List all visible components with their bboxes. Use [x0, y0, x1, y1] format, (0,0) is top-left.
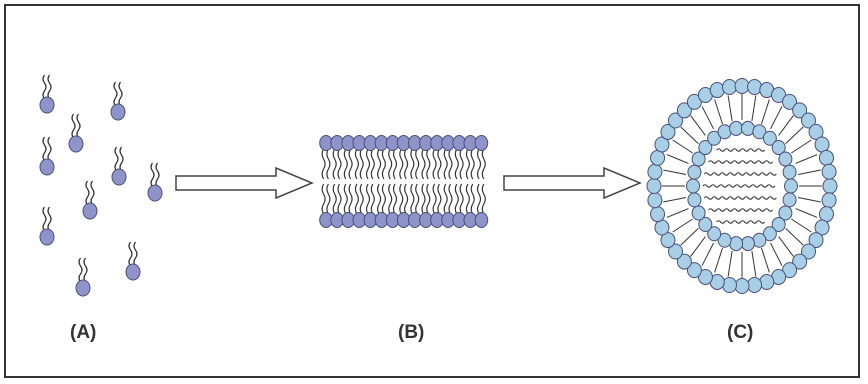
diagram-frame: [4, 4, 860, 378]
label-b: (B): [398, 322, 425, 343]
phospholipid-icon: [147, 162, 163, 202]
bilayer-head-top: [474, 135, 489, 151]
liposome-outer-head: [686, 93, 702, 110]
liposome-outer-head: [734, 278, 750, 294]
liposome-outer-head: [801, 112, 817, 129]
liposome-inner-head: [729, 120, 744, 136]
liposome-outer-head: [660, 123, 676, 140]
liposome-outer-head: [782, 262, 798, 279]
liposome-inner-head: [691, 205, 706, 221]
liposome-outer-head: [782, 93, 798, 110]
lipid-bilayer: [319, 135, 489, 228]
liposome-inner-head: [717, 124, 732, 140]
arrow-a-to-b: [175, 166, 314, 200]
phospholipid-icon: [125, 241, 141, 281]
phospholipid-icon: [111, 146, 127, 186]
liposome-outer-head: [792, 102, 808, 119]
liposome-inner-head: [729, 236, 744, 252]
liposome-outer-head: [676, 102, 692, 119]
liposome-outer-head: [647, 163, 663, 180]
liposome-outer-head: [676, 253, 692, 270]
liposome-outer-head: [759, 273, 775, 290]
liposome-outer-head: [709, 82, 725, 99]
phospholipid-icon: [110, 81, 126, 121]
liposome-outer-head: [792, 253, 808, 270]
liposome-inner-head: [784, 178, 798, 194]
liposome-inner-head: [698, 216, 713, 232]
liposome-outer-head: [721, 79, 737, 96]
phospholipid-icon: [82, 180, 98, 220]
liposome-outer-head: [734, 78, 750, 94]
liposome-outer-head: [808, 123, 824, 140]
liposome-outer-head: [654, 219, 670, 236]
label-c: (C): [727, 322, 754, 343]
liposome-inner-head: [717, 232, 732, 248]
liposome-outer-head: [686, 262, 702, 279]
liposome-outer-head: [721, 276, 737, 293]
liposome-inner-head: [771, 140, 786, 156]
liposome-outer-head: [747, 79, 763, 96]
phospholipid-icon: [39, 206, 55, 246]
label-a: (A): [70, 322, 97, 343]
liposome-inner-head: [707, 130, 722, 146]
liposome-outer-head: [822, 178, 838, 194]
liposome-outer-head: [821, 163, 837, 180]
liposome-inner-head: [740, 236, 755, 252]
liposome-outer-head: [814, 219, 830, 236]
liposome-inner-head: [687, 192, 702, 208]
liposome-inner-head: [782, 192, 797, 208]
liposome-outer-head: [818, 206, 834, 223]
liposome-outer-head: [667, 112, 683, 129]
liposome-inner-head: [782, 164, 797, 180]
phospholipid-icon: [39, 74, 55, 114]
liposome-inner-head: [698, 140, 713, 156]
free-phospholipids: [39, 74, 163, 297]
liposome-outer-head: [771, 87, 787, 104]
liposome-outer-head: [647, 192, 663, 209]
liposome-inner-head: [740, 120, 755, 136]
liposome: [646, 78, 838, 294]
liposome-outer-head: [808, 232, 824, 249]
liposome-outer-head: [821, 192, 837, 209]
phospholipid-icon: [68, 113, 84, 153]
liposome-inner-head: [752, 232, 767, 248]
liposome-outer-head: [801, 243, 817, 260]
liposome-inner-head: [707, 226, 722, 242]
liposome-inner-head: [771, 216, 786, 232]
liposome-inner-head: [686, 178, 700, 194]
liposome-inner-head: [762, 226, 777, 242]
liposome-outer-head: [660, 232, 676, 249]
liposome-outer-head: [814, 136, 830, 153]
liposome-outer-head: [747, 276, 763, 293]
liposome-outer-head: [818, 149, 834, 166]
phospholipid-icon: [75, 257, 91, 297]
liposome-outer-head: [650, 206, 666, 223]
arrow-b-to-c: [503, 166, 642, 200]
liposome-outer-head: [697, 268, 713, 285]
bilayer-head-bottom: [474, 212, 489, 228]
liposome-inner-head: [691, 151, 706, 167]
liposome-outer-head: [667, 243, 683, 260]
liposome-outer-head: [646, 178, 662, 194]
liposome-inner-head: [687, 164, 702, 180]
liposome-inner-head: [778, 151, 793, 167]
liposome-inner-head: [752, 124, 767, 140]
liposome-inner-head: [762, 130, 777, 146]
liposome-outer-head: [654, 136, 670, 153]
liposome-inner-head: [778, 205, 793, 221]
phospholipid-icon: [39, 136, 55, 176]
liposome-outer-head: [650, 149, 666, 166]
